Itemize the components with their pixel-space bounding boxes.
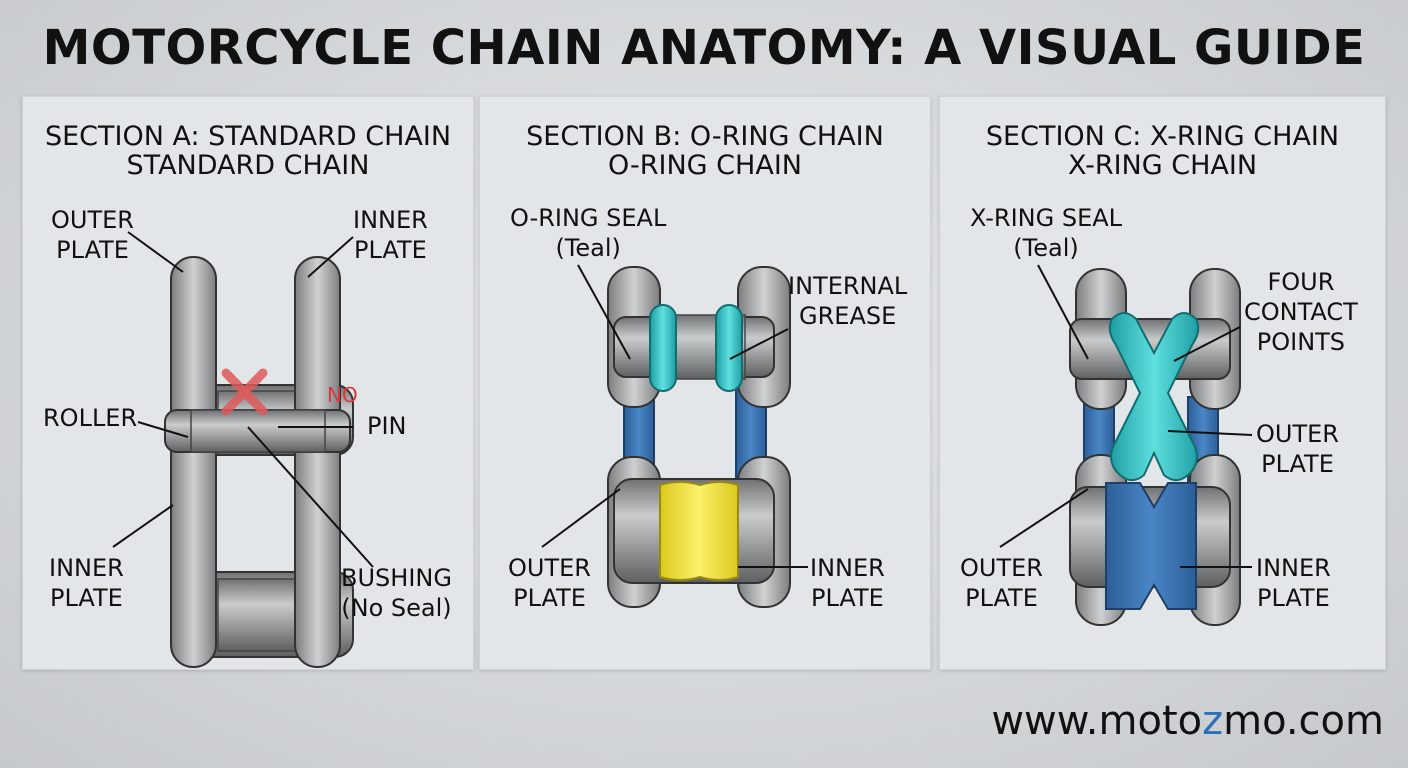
label-bushing: BUSHING(No Seal)	[341, 564, 452, 622]
standard-chain-illustration	[112, 231, 374, 668]
section-c-heading: SECTION C: X-RING CHAIN	[985, 121, 1340, 152]
section-a-heading: SECTION A: STANDARD CHAIN	[44, 121, 452, 152]
grease-fill	[659, 481, 739, 581]
panel-x-ring-chain: SECTION C: X-RING CHAIN X-RING CHAIN X-R…	[939, 96, 1386, 670]
page-title: MOTORCYCLE CHAIN ANATOMY: A VISUAL GUIDE	[42, 20, 1366, 76]
panel-o-ring-chain: SECTION B: O-RING CHAIN O-RING CHAIN O-R…	[479, 96, 931, 670]
panel-standard-chain: SECTION A: STANDARD CHAIN STANDARD CHAIN…	[22, 96, 474, 670]
label-x-ring-seal: X-RING SEAL(Teal)	[970, 204, 1123, 262]
section-c-subheading: X-RING CHAIN	[1067, 150, 1258, 181]
x-ring-chain-illustration	[999, 264, 1253, 626]
label-pin: PIN	[367, 412, 407, 440]
section-a-subheading: STANDARD CHAIN	[126, 150, 370, 181]
x-ring-seal-shape	[1108, 312, 1200, 482]
section-b-subheading: O-RING CHAIN	[608, 150, 802, 181]
o-ring-chain-illustration	[541, 264, 808, 608]
label-roller: ROLLER	[43, 404, 138, 432]
section-b-heading: SECTION B: O-RING CHAIN	[526, 121, 884, 152]
label-o-ring-seal: O-RING SEAL(Teal)	[510, 204, 667, 262]
no-label: NO	[327, 383, 358, 407]
website-url: www.motozmo.com	[991, 698, 1384, 744]
